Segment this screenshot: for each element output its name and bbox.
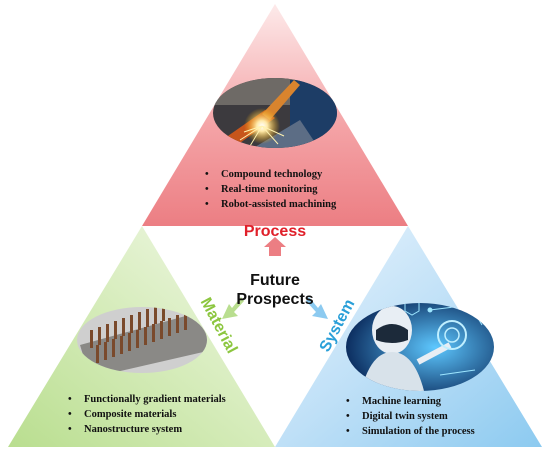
system-item-list: Machine learning Digital twin system Sim…	[346, 394, 475, 439]
center-title-line2: Prospects	[236, 291, 314, 308]
system-arrow	[306, 297, 328, 319]
material-item: Functionally gradient materials	[68, 392, 226, 407]
process-item: Robot-assisted machining	[205, 197, 336, 212]
material-arrow	[222, 297, 244, 319]
process-item: Compound technology	[205, 167, 336, 182]
process-item-list: Compound technology Real-time monitoring…	[205, 167, 336, 212]
microstructure-array-photo	[77, 307, 207, 373]
material-item: Composite materials	[68, 407, 226, 422]
process-arrow	[264, 237, 286, 256]
process-item: Real-time monitoring	[205, 182, 336, 197]
center-title: Future Prospects	[0, 271, 550, 309]
process-label: Process	[243, 223, 307, 240]
ai-robot-illustration	[346, 303, 494, 391]
material-item: Nanostructure system	[68, 422, 226, 437]
system-item: Machine learning	[346, 394, 475, 409]
system-item: Digital twin system	[346, 409, 475, 424]
system-item: Simulation of the process	[346, 424, 475, 439]
center-title-line1: Future	[250, 272, 300, 289]
material-item-list: Functionally gradient materials Composit…	[68, 392, 226, 437]
